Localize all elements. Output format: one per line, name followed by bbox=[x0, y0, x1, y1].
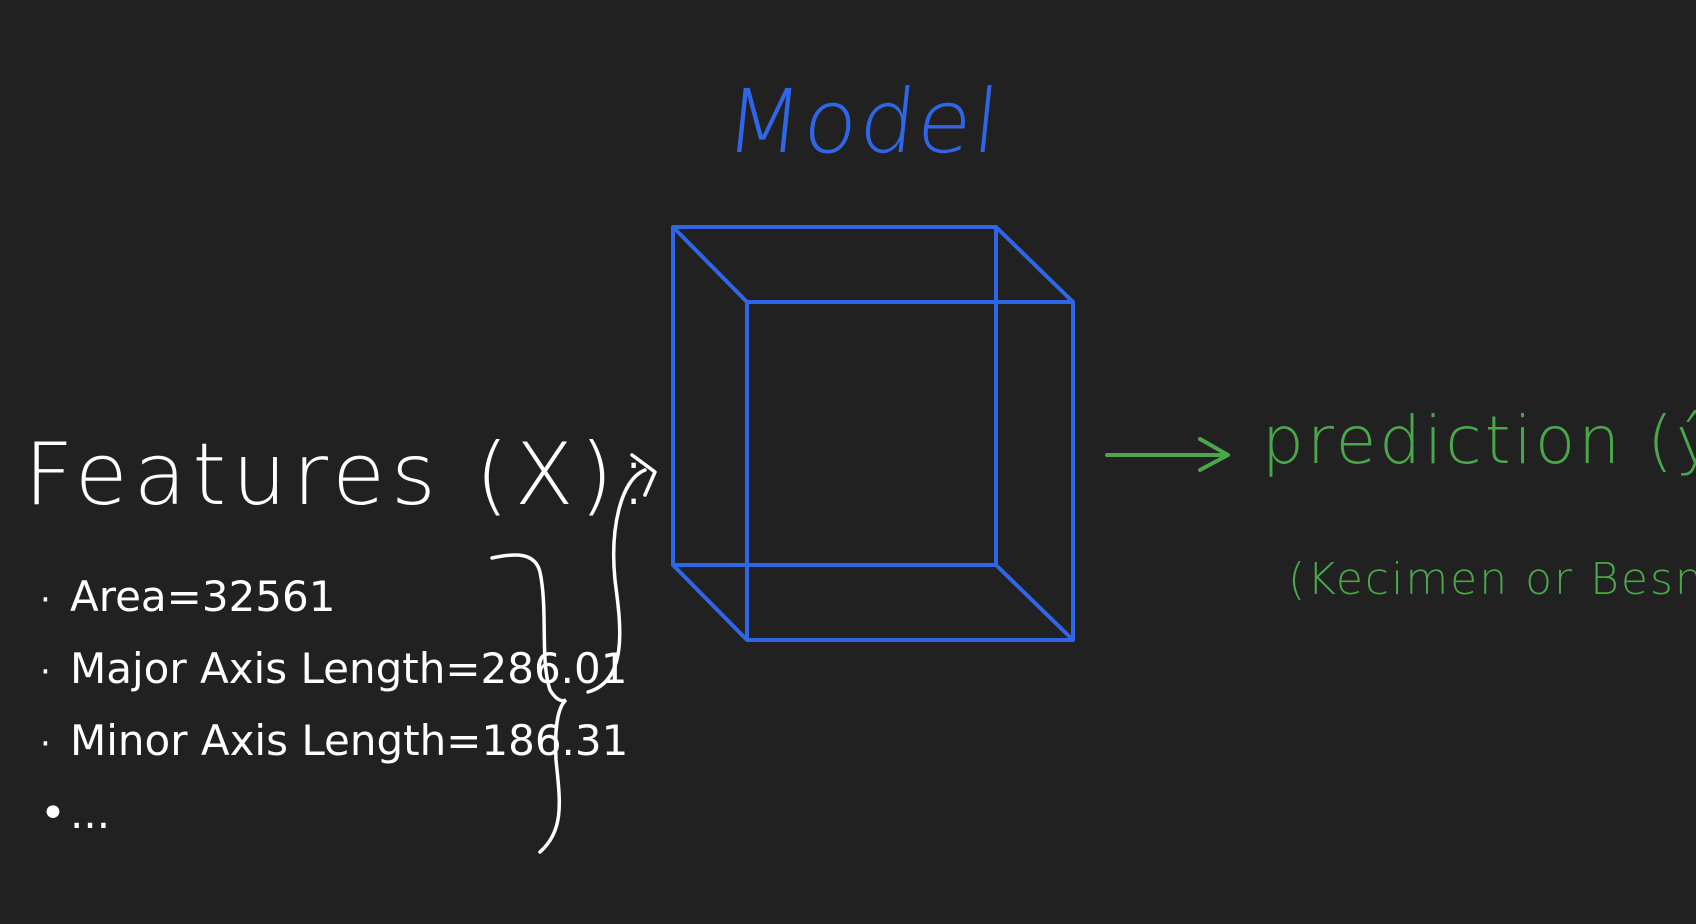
model-title: Model bbox=[720, 70, 1006, 173]
bullet-icon: · bbox=[40, 652, 51, 692]
bullet-icon: · bbox=[40, 724, 51, 764]
feature-item-label: Area=32561 bbox=[70, 572, 336, 621]
feature-item-minor-axis: · Minor Axis Length=186.31 bbox=[40, 716, 628, 788]
features-title: Features (X): bbox=[24, 425, 655, 525]
feature-item-label: Major Axis Length=286.01 bbox=[70, 644, 628, 693]
feature-item-label: ... bbox=[70, 789, 111, 838]
prediction-label: prediction (ŷ) bbox=[1262, 402, 1696, 479]
feature-item-major-axis: · Major Axis Length=286.01 bbox=[40, 644, 628, 716]
feature-item-area: · Area=32561 bbox=[40, 572, 628, 644]
features-list: · Area=32561 · Major Axis Length=286.01 · M… bbox=[40, 572, 628, 860]
cube-edge-bottom-left bbox=[671, 563, 749, 642]
cube-front-face bbox=[745, 300, 1075, 642]
model-cube bbox=[671, 225, 1075, 642]
cube-edge-top-right bbox=[994, 225, 1075, 304]
cube-back-face bbox=[671, 225, 998, 567]
cube-edge-bottom-right bbox=[994, 563, 1075, 642]
bullet-icon: · bbox=[40, 580, 51, 620]
model-to-prediction-arrow bbox=[1105, 437, 1230, 472]
cube-edge-top-left bbox=[671, 225, 749, 304]
bullet-icon: • bbox=[40, 788, 66, 839]
features-brace bbox=[490, 553, 568, 854]
feature-item-more: •... bbox=[40, 788, 628, 860]
features-to-model-arrow bbox=[586, 468, 647, 694]
prediction-classes: (Kecimen or Besni) bbox=[1288, 554, 1696, 605]
feature-item-label: Minor Axis Length=186.31 bbox=[70, 716, 629, 765]
right-arrowhead-icon bbox=[1198, 437, 1230, 472]
arrowhead-icon bbox=[630, 453, 657, 497]
